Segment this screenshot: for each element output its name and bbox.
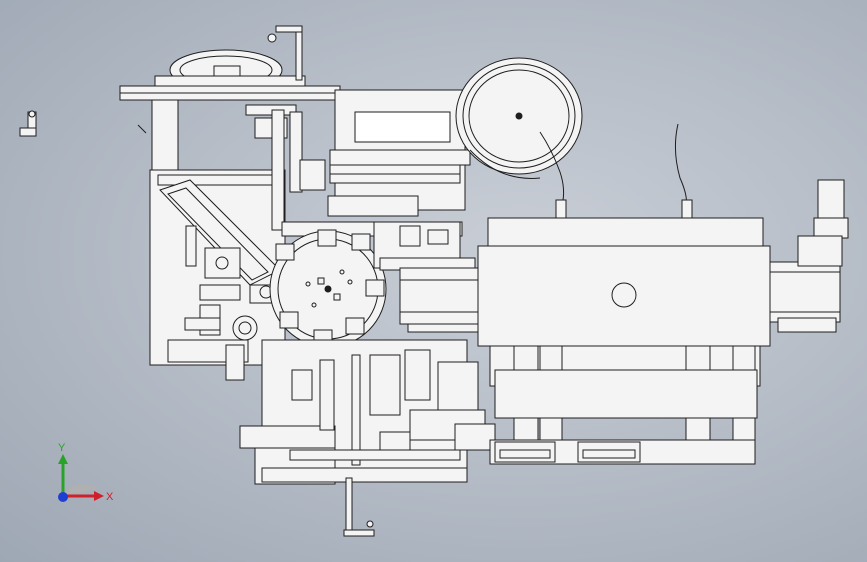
loose-bracket-part bbox=[19, 110, 147, 137]
servo-motor bbox=[797, 179, 849, 267]
sensor-bracket bbox=[681, 199, 693, 221]
rotary-fixture bbox=[345, 317, 365, 335]
lower-frame bbox=[489, 345, 761, 465]
coordinate-triad-icon: Y X bbox=[58, 442, 114, 503]
rotary-fixture bbox=[317, 229, 337, 247]
rotary-fixture bbox=[365, 279, 385, 297]
sensor-cables bbox=[539, 123, 687, 206]
y-axis-arrowhead bbox=[58, 454, 68, 464]
x-axis-label: X bbox=[106, 491, 114, 503]
top-crossbar-assembly bbox=[119, 25, 341, 171]
rotary-fixture bbox=[275, 243, 295, 261]
lower-station bbox=[239, 339, 496, 537]
z-axis-dot bbox=[58, 492, 68, 502]
upper-frame bbox=[327, 89, 471, 217]
vibratory-bowl bbox=[455, 57, 583, 179]
main-conveyor bbox=[399, 217, 841, 347]
left-station bbox=[149, 169, 286, 381]
x-axis-arrowhead bbox=[94, 491, 104, 501]
rotary-fixture bbox=[279, 311, 299, 329]
sensor-bracket bbox=[555, 199, 567, 221]
rotary-fixture bbox=[351, 233, 371, 251]
vertical-slide bbox=[245, 104, 326, 231]
y-axis-label: Y bbox=[58, 442, 66, 454]
